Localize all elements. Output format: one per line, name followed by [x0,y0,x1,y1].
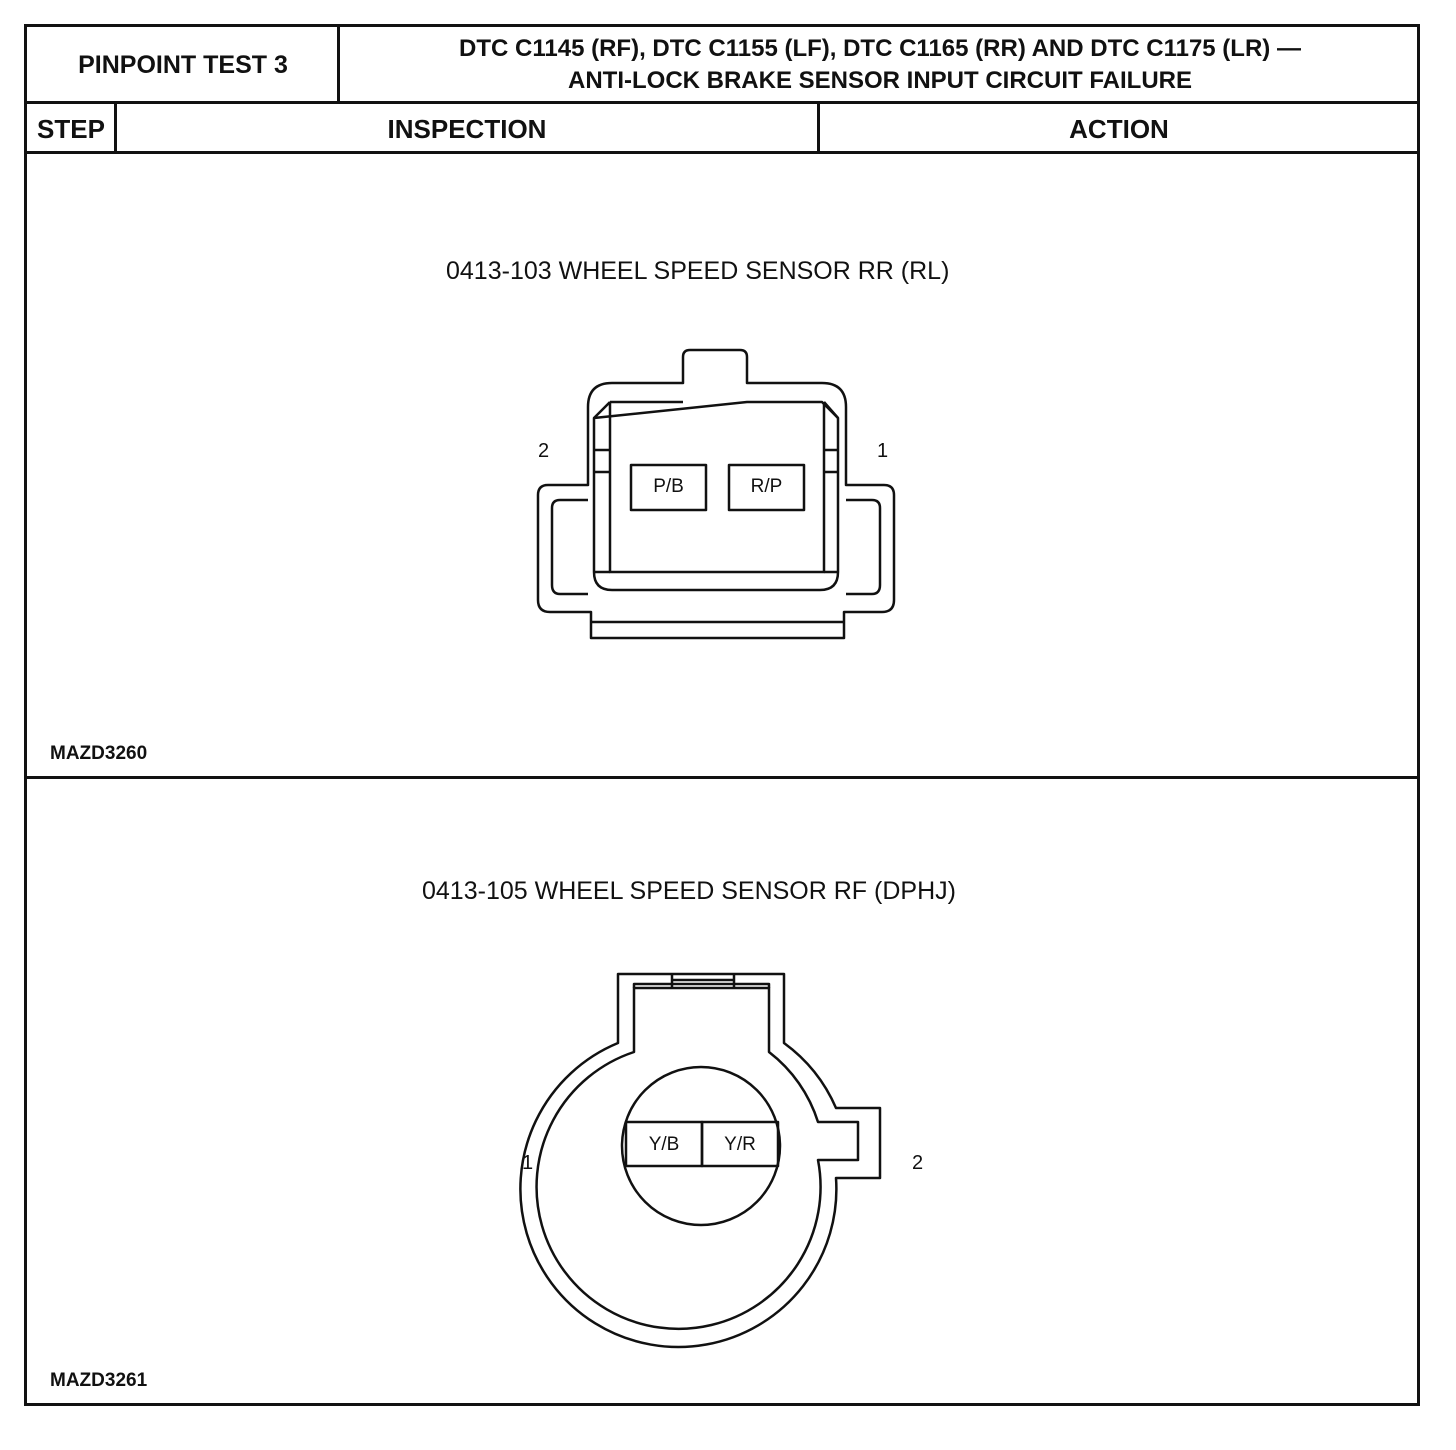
wire-color-right: R/P [750,476,783,497]
inspection-divider [817,102,820,153]
header-divider [24,101,1420,104]
column-header-divider [24,151,1420,154]
wire-color-left: P/B [653,476,684,497]
wire-color-left: Y/B [648,1134,680,1155]
title-divider [337,24,340,103]
dtc-line-2: ANTI-LOCK BRAKE SENSOR INPUT CIRCUIT FAI… [568,67,1192,94]
pin-number-left: 2 [538,440,550,462]
figure-divider [24,776,1420,779]
column-action: ACTION [1069,113,1169,144]
figure-1-title: 0413-103 WHEEL SPEED SENSOR RR (RL) [446,257,950,285]
dtc-line-1: DTC C1145 (RF), DTC C1155 (LF), DTC C116… [459,35,1301,62]
wire-color-right: Y/R [724,1134,756,1155]
step-divider [114,102,117,153]
dtc-description: DTC C1145 (RF), DTC C1155 (LF), DTC C116… [342,30,1418,100]
column-inspection: INSPECTION [387,113,547,144]
pinpoint-test-title: PINPOINT TEST 3 [78,50,288,79]
table-frame [24,24,1420,1406]
column-step: STEP [37,113,105,144]
pin-number-right: 1 [877,440,889,462]
figure-2-title: 0413-105 WHEEL SPEED SENSOR RF (DPHJ) [422,877,956,905]
pin-number-left: 1 [522,1152,534,1174]
figure-1-reference: MAZD3260 [50,743,148,764]
figure-2-reference: MAZD3261 [50,1370,148,1391]
pin-number-right: 2 [912,1152,924,1174]
